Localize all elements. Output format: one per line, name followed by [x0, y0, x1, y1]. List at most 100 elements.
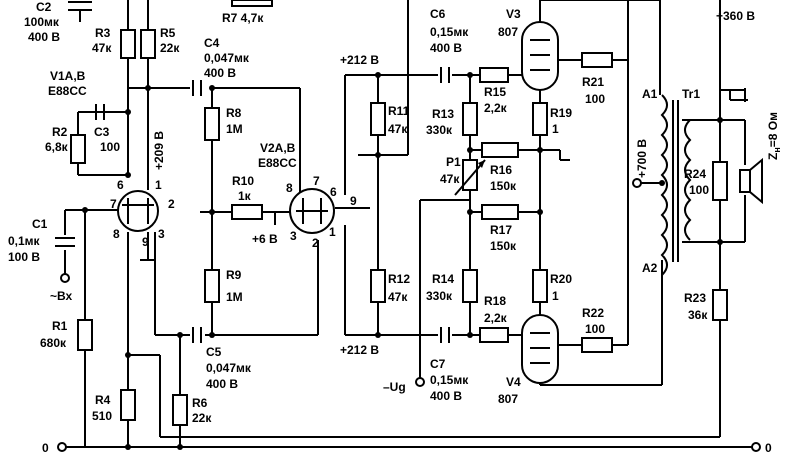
c2-cap: 100мк: [24, 15, 60, 29]
r3-val: 47к: [92, 41, 112, 55]
c7-volt: 400 В: [430, 389, 462, 403]
r24-val: 100: [689, 183, 709, 197]
v1-name: V1A,B: [50, 69, 86, 83]
v2-pin-2: 2: [312, 236, 319, 250]
r13-name: R13: [432, 107, 454, 121]
c5-volt: 400 В: [206, 377, 238, 391]
r17-name: R17: [490, 223, 512, 237]
r12-name: R12: [388, 272, 410, 286]
c4-volt: 400 В: [204, 66, 236, 80]
r20-val: 1: [552, 289, 559, 303]
v1-pin-3: 3: [158, 227, 165, 241]
p1-val: 47к: [440, 172, 460, 186]
r7-label: R7 4,7к: [222, 11, 264, 25]
r6-name: R6: [192, 396, 208, 410]
r4-resistor: [120, 389, 136, 421]
junctions: [82, 72, 723, 450]
c4-cap: 0,047мк: [204, 51, 250, 65]
load-sub: н: [772, 147, 782, 152]
r18-resistor: [479, 327, 509, 343]
v2-name: V2A,B: [260, 141, 296, 155]
r8-val: 1M: [226, 122, 243, 136]
r22-resistor: [581, 337, 613, 353]
b700-label: +700 В: [635, 139, 649, 178]
c1-cap: 0,1мк: [8, 234, 41, 248]
bias-6v: +6 В: [252, 232, 278, 246]
v2-type: E88CC: [258, 156, 297, 170]
r15-name: R15: [484, 85, 506, 99]
r3-name: R3: [95, 26, 111, 40]
r20-resistor: [532, 269, 548, 303]
r21-name: R21: [582, 75, 604, 89]
r18-name: R18: [484, 294, 506, 308]
input-terminal: [60, 273, 70, 283]
r6-val: 22к: [192, 411, 212, 425]
load-impedance-label: Zн=8 Ом: [766, 112, 782, 160]
r20-name: R20: [550, 272, 572, 286]
c5-cap: 0,047мк: [206, 361, 252, 375]
r12-val: 47к: [388, 290, 408, 304]
r17-resistor: [481, 204, 519, 220]
ground-terminal-left: [57, 442, 67, 452]
load-z: Z: [766, 153, 780, 160]
r9-name: R9: [226, 268, 242, 282]
b700-terminal: [632, 178, 642, 188]
r5-name: R5: [160, 26, 176, 40]
p1-wiper-arrow: [454, 159, 486, 196]
v1-type: E88CC: [48, 84, 87, 98]
ground-symbol-icon: [729, 90, 748, 101]
c1-name: C1: [32, 217, 48, 231]
r2-resistor: [70, 134, 86, 164]
r13-resistor: [462, 102, 478, 136]
r19-resistor: [532, 102, 548, 136]
c7-cap: 0,15мк: [430, 373, 469, 387]
r23-val: 36к: [688, 308, 708, 322]
r13-val: 330к: [426, 123, 453, 137]
r10-val: 1к: [238, 189, 252, 203]
r5-val: 22к: [160, 41, 180, 55]
c3-val: 100: [100, 140, 120, 154]
tubes: [117, 21, 559, 384]
r17-val: 150к: [490, 239, 517, 253]
r11-val: 47к: [388, 122, 408, 136]
r16-val: 150к: [490, 179, 517, 193]
v1-pin-2: 2: [168, 197, 175, 211]
v3-type: 807: [498, 25, 518, 39]
r2-val: 6,8к: [45, 140, 69, 154]
b360-label: +360 В: [716, 9, 755, 23]
output-transformer: [660, 94, 692, 276]
r16-resistor: [481, 142, 519, 158]
c6-volt: 400 В: [430, 41, 462, 55]
ground-label-left: 0: [42, 441, 49, 455]
v2-pin-3: 3: [290, 229, 297, 243]
r21-resistor: [581, 52, 613, 68]
wiring: [64, 0, 752, 448]
v2-pin-1: 1: [329, 225, 336, 239]
v2-pin-8: 8: [286, 181, 293, 195]
v1-pin-9: 9: [142, 235, 149, 249]
v1-pin-8: 8: [113, 227, 120, 241]
r4-val: 510: [92, 409, 112, 423]
ug-terminal: [415, 377, 425, 387]
r19-name: R19: [550, 106, 572, 120]
r18-val: 2,2к: [484, 311, 508, 325]
r23-resistor: [712, 289, 728, 321]
r14-val: 330к: [426, 289, 453, 303]
r24-name: R24: [684, 167, 706, 181]
r15-val: 2,2к: [484, 101, 508, 115]
r14-name: R14: [432, 272, 454, 286]
v1-pin-6: 6: [117, 178, 124, 192]
bus-212-top: +212 В: [340, 53, 379, 67]
bus-212-bottom: +212 В: [340, 343, 379, 357]
capacitors: [55, 1, 450, 343]
r24-resistor: [712, 161, 728, 201]
ground-terminal-right: [751, 442, 761, 452]
r10-name: R10: [232, 174, 254, 188]
r9-resistor: [204, 269, 220, 303]
r5-resistor: [140, 29, 156, 59]
r14-resistor: [462, 269, 478, 303]
c2-name: C2: [36, 0, 52, 14]
v4-name: V4: [506, 375, 521, 389]
v1-plate-volt: +209 В: [152, 131, 166, 170]
